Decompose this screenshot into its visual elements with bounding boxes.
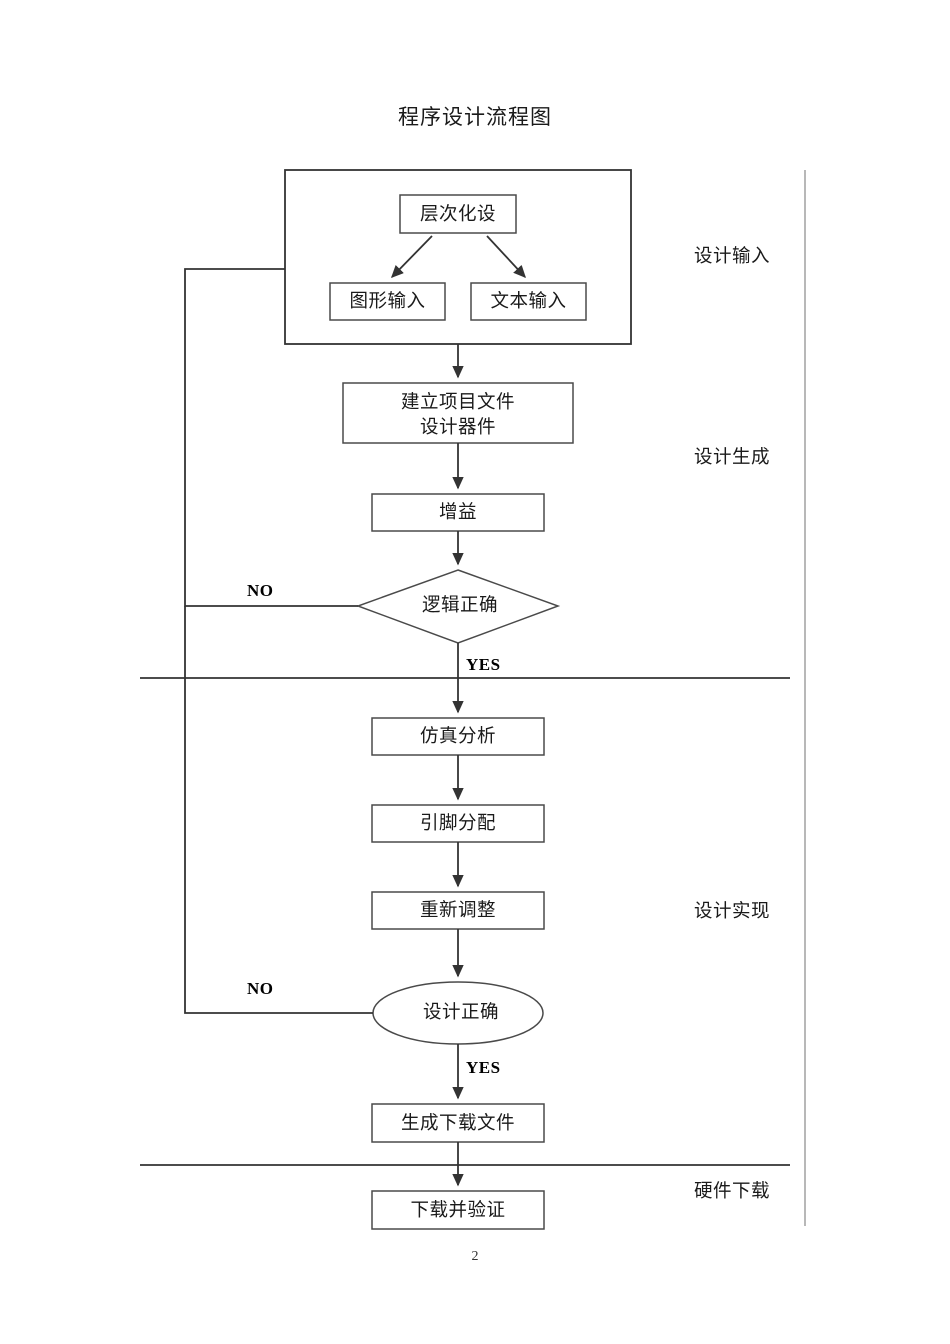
arrow-hierarchical-to-text — [486, 235, 526, 279]
node-label-design-correct: 设计正确 — [422, 1003, 499, 1023]
feedback-path-logic-no — [184, 268, 358, 607]
stage-label-design-implementation: 设计实现 — [694, 902, 771, 922]
branch-label-design-no: NO — [247, 979, 274, 998]
node-label-generate-download-file: 生成下载文件 — [400, 1114, 515, 1134]
node-label-hierarchical-design: 层次化设 — [419, 205, 496, 225]
stage-label-design-input: 设计输入 — [694, 247, 771, 267]
node-box-graphic-input — [329, 282, 446, 321]
node-label-logic-correct: 逻辑正确 — [421, 596, 498, 616]
branch-label-logic-yes: YES — [466, 655, 501, 674]
design-input-group-box — [284, 169, 632, 345]
node-box-download-and-verify — [371, 1190, 545, 1230]
stage-label-design-generation: 设计生成 — [694, 448, 771, 468]
node-label-pin-assignment: 引脚分配 — [419, 814, 496, 834]
node-label-simulation-analysis: 仿真分析 — [419, 727, 496, 747]
node-label-download-and-verify: 下载并验证 — [410, 1201, 506, 1221]
node-label-graphic-input: 图形输入 — [349, 292, 426, 312]
page-number: 2 — [471, 1249, 479, 1264]
stage-label-hardware-download: 硬件下载 — [694, 1182, 771, 1202]
node-label-text-input: 文本输入 — [490, 292, 567, 312]
node-label-create-project-line2: 设计器件 — [419, 418, 496, 438]
node-box-text-input — [470, 282, 587, 321]
branch-label-logic-no: NO — [247, 581, 274, 600]
feedback-path-design-no — [184, 606, 373, 1014]
page-title: 程序设计流程图 — [398, 105, 552, 129]
node-label-readjust: 重新调整 — [419, 901, 496, 921]
node-label-create-project-line1: 建立项目文件 — [400, 393, 515, 413]
node-label-gain: 增益 — [438, 503, 477, 523]
branch-label-design-yes: YES — [466, 1058, 501, 1077]
arrow-hierarchical-to-graphic — [390, 235, 433, 279]
node-box-hierarchical-design — [399, 194, 517, 234]
